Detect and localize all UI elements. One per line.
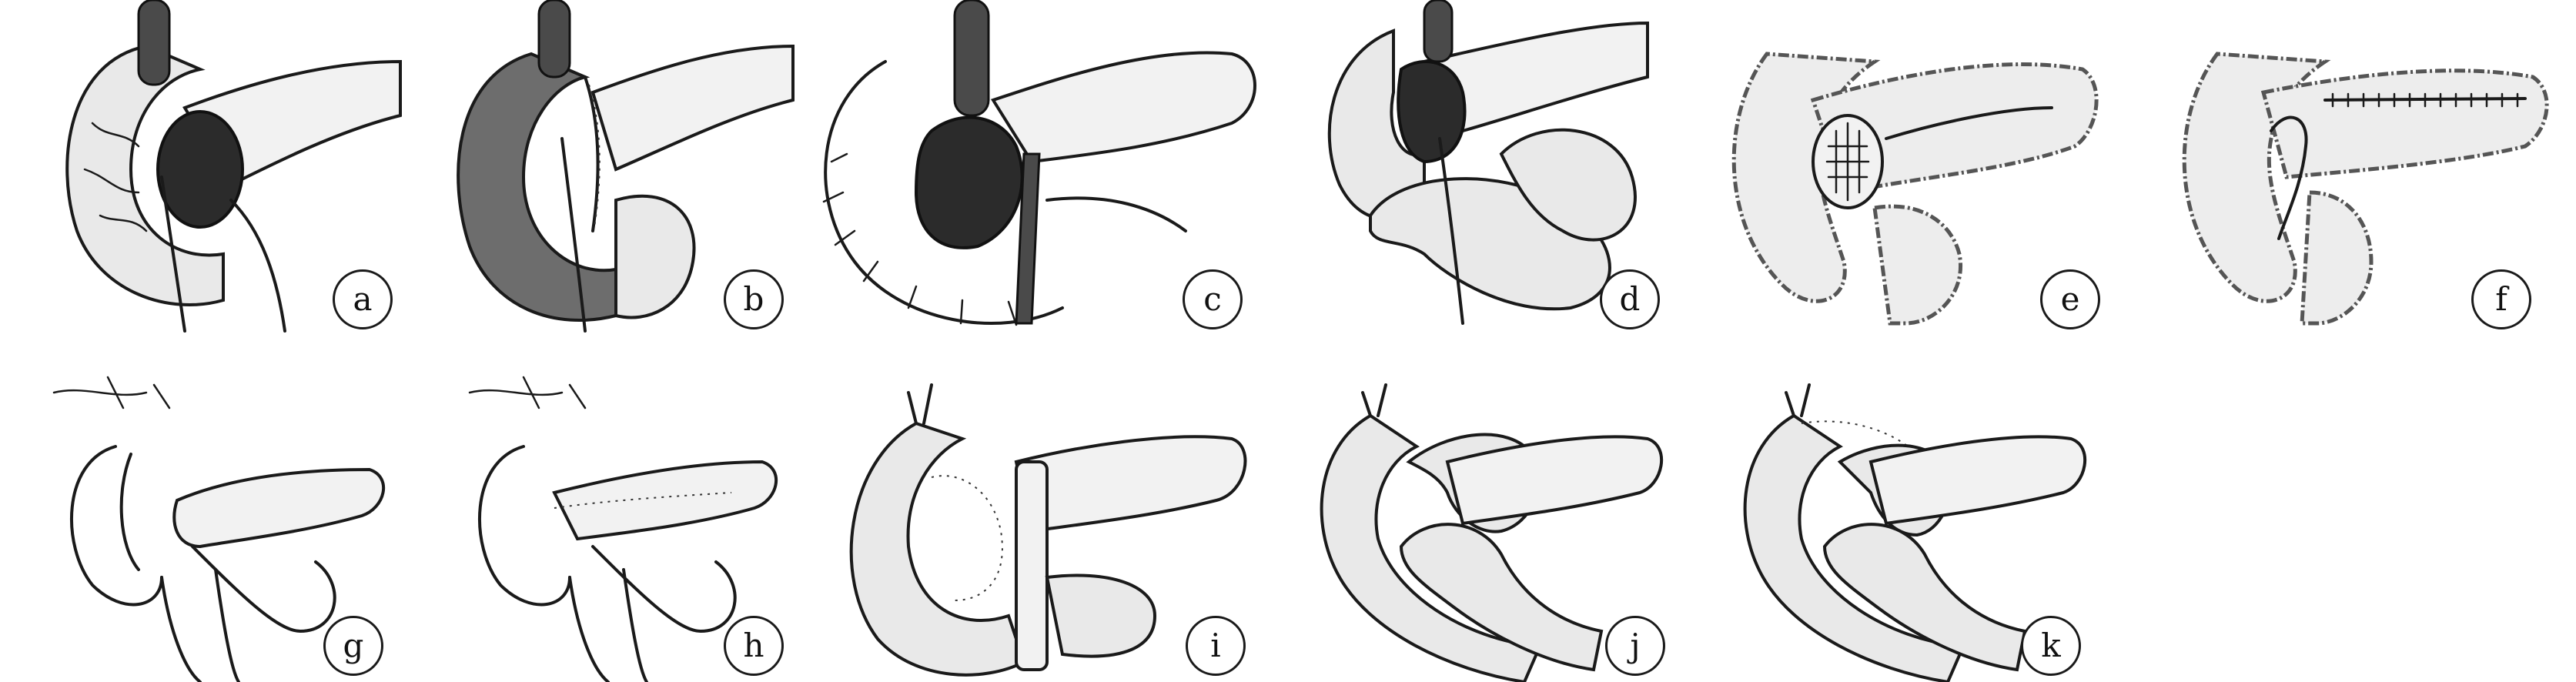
illustration-g	[52, 376, 385, 682]
illustration-f	[2182, 52, 2549, 326]
panel-g	[46, 376, 408, 682]
illustration-d	[1327, 0, 1649, 325]
label-b: b	[724, 269, 784, 329]
label-f: f	[2471, 269, 2531, 329]
illustration-b	[457, 0, 795, 333]
label-i: i	[1186, 616, 1246, 676]
panel-k	[1725, 377, 2094, 682]
panel-e	[1721, 8, 2106, 331]
illustration-a	[65, 0, 402, 333]
panel-b	[439, 0, 801, 339]
label-h: h	[724, 616, 784, 676]
panel-a	[46, 0, 408, 339]
illustration-c	[822, 0, 1256, 326]
label-k: k	[2021, 616, 2081, 676]
label-j: j	[1605, 616, 1665, 676]
panel-d	[1309, 0, 1678, 339]
panel-f	[2171, 8, 2556, 331]
label-e: e	[2040, 269, 2100, 329]
illustration-e	[1731, 52, 2099, 326]
illustration-i	[849, 383, 1247, 677]
illustration-j	[1320, 383, 1663, 682]
panel-i	[831, 377, 1263, 682]
label-a: a	[333, 269, 393, 329]
label-g: g	[323, 616, 383, 676]
label-d: d	[1600, 269, 1660, 329]
label-c: c	[1183, 269, 1243, 329]
panel-j	[1309, 377, 1678, 682]
illustration-k	[1743, 383, 2086, 682]
panel-c	[801, 0, 1263, 339]
illustration-h	[468, 376, 778, 682]
panel-h	[439, 376, 801, 682]
